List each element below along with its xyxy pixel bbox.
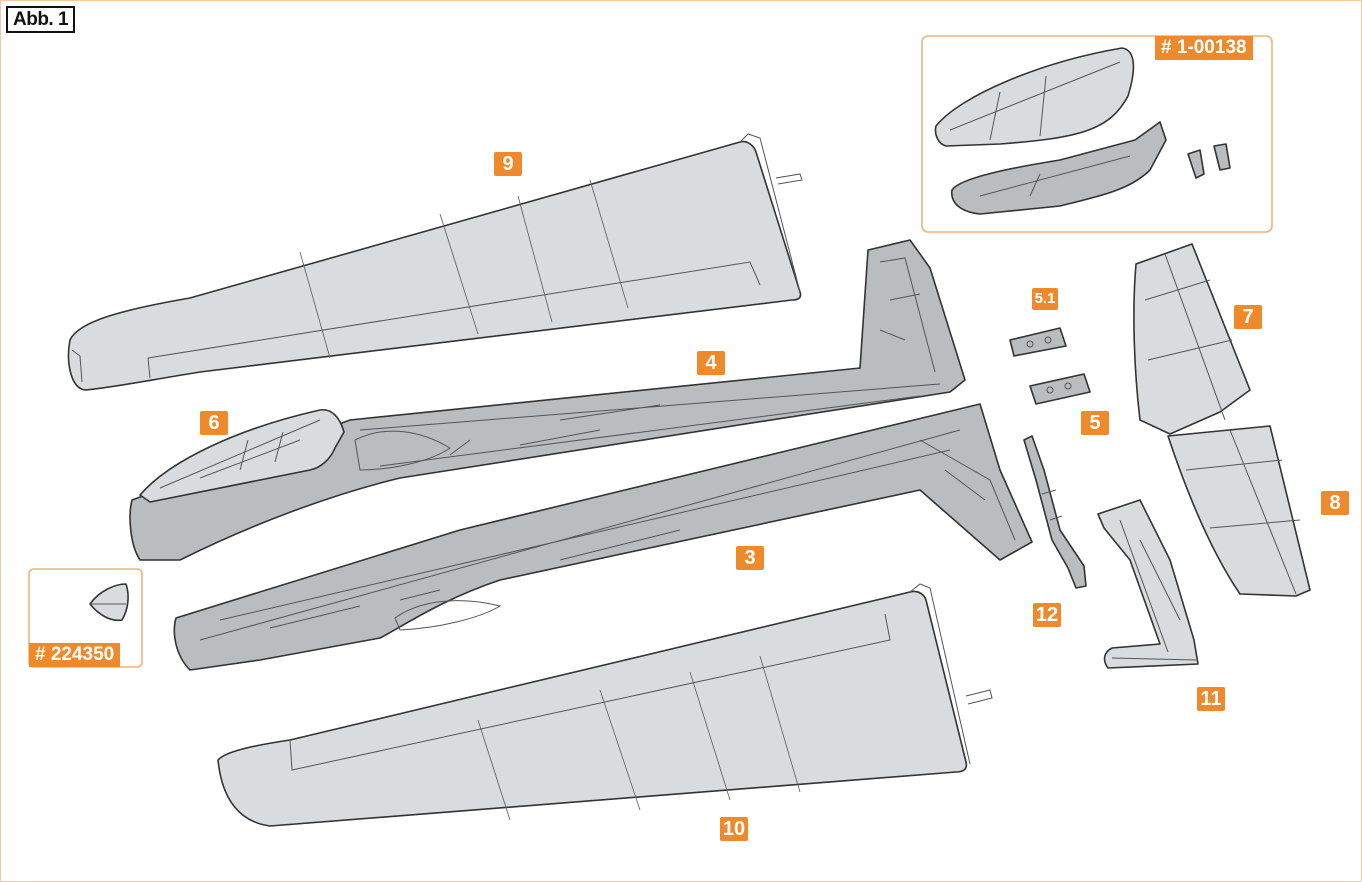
callout-part-3: 3 [736, 546, 764, 570]
callout-part-5-1: 5.1 [1032, 288, 1058, 310]
canopy-part [139, 408, 345, 503]
reference-spinner: # 224350 [29, 643, 121, 667]
callout-part-10: 10 [720, 817, 748, 841]
fuselage-left-half-part [129, 239, 966, 561]
callout-part-9: 9 [494, 152, 522, 176]
reference-canopy-set: # 1-00138 [1155, 36, 1253, 60]
fuselage-right-half-part [173, 403, 1033, 671]
stabilizer-lower-part [1167, 425, 1311, 597]
spinner-part [89, 583, 129, 622]
figure-title: Abb. 1 [6, 6, 76, 33]
callout-part-8: 8 [1321, 491, 1349, 515]
latch-plate-5-1-part [1009, 327, 1067, 357]
wing-lower-part [217, 583, 993, 827]
callout-part-7: 7 [1234, 305, 1262, 329]
callout-part-5: 5 [1081, 411, 1109, 435]
canopy-set-detail-box [921, 35, 1273, 233]
wing-upper-part [67, 133, 803, 391]
callout-part-4: 4 [697, 351, 725, 375]
servo-tray-part [1023, 435, 1087, 589]
callout-part-6: 6 [200, 411, 228, 435]
spinner-detail-box [28, 568, 143, 668]
callout-part-11: 11 [1197, 687, 1225, 711]
callout-part-12: 12 [1033, 603, 1061, 627]
rudder-part [1097, 499, 1199, 669]
latch-plate-5-part [1029, 373, 1091, 405]
stabilizer-upper-part [1133, 243, 1251, 435]
canopy-set-contents [934, 47, 1231, 215]
